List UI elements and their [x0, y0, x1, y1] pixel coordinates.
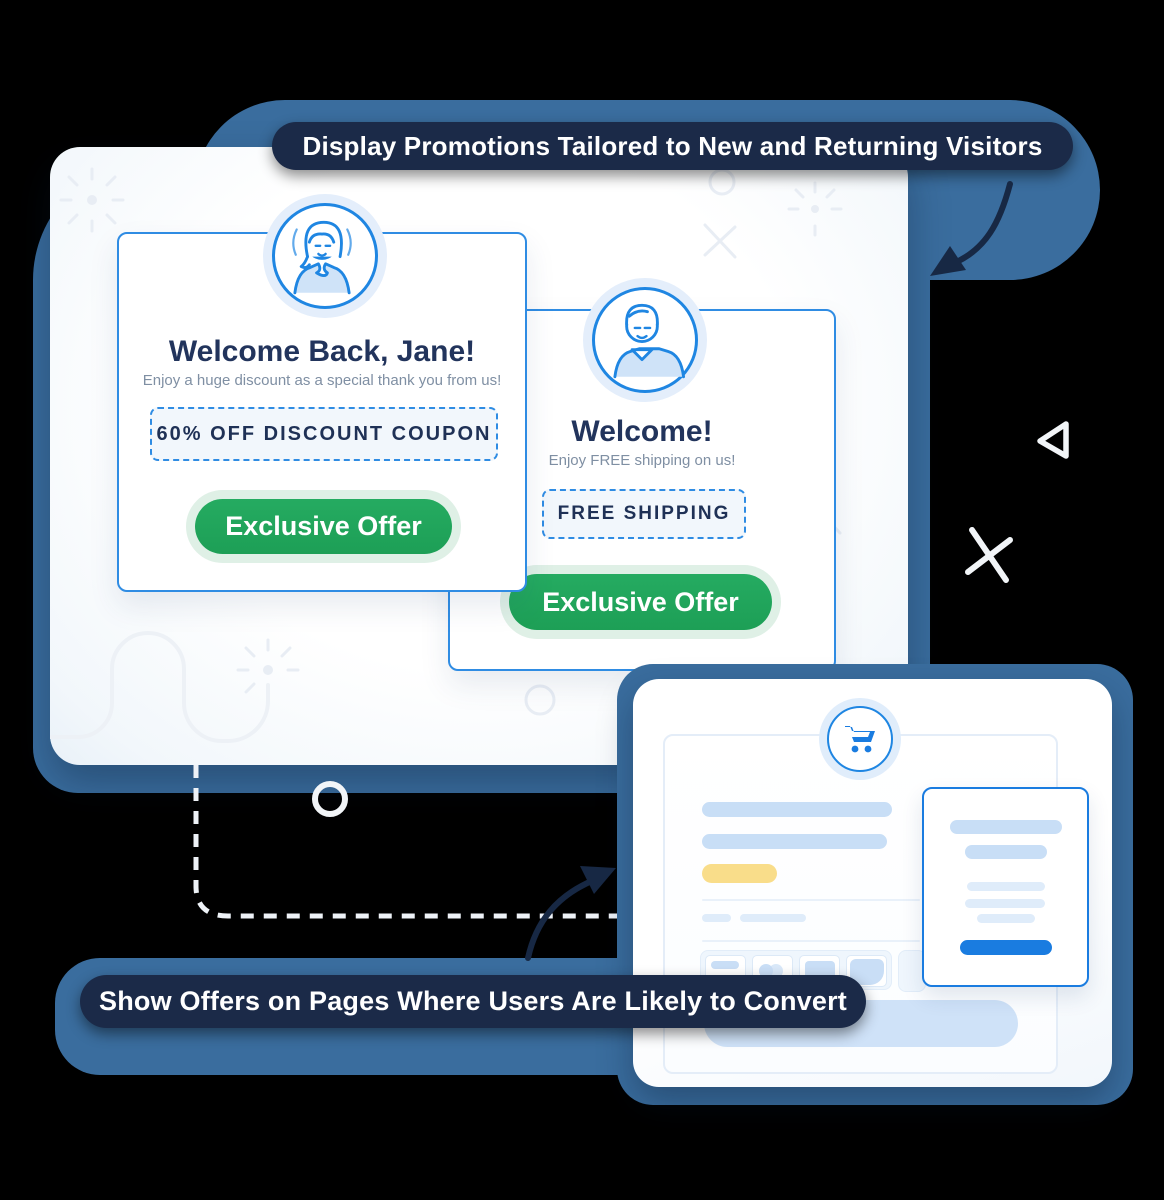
coupon-box: FREE SHIPPING [542, 489, 746, 539]
offer-cta-placeholder [960, 940, 1052, 955]
exclusive-offer-button[interactable]: Exclusive Offer [509, 574, 772, 630]
shopping-cart-icon [845, 726, 875, 753]
x-mark-icon [965, 527, 1013, 583]
skeleton-line [702, 802, 892, 817]
popup-subtitle: Enjoy a huge discount as a special thank… [142, 372, 502, 389]
returning-visitor-popup: Welcome Back, Jane! Enjoy a huge discoun… [117, 203, 527, 592]
top-banner-label: Display Promotions Tailored to New and R… [302, 130, 1043, 161]
cart-badge [827, 706, 893, 772]
skeleton-highlight [702, 864, 777, 883]
coupon-label: 60% OFF DISCOUNT COUPON [156, 422, 492, 445]
skeleton-line-small [965, 899, 1045, 908]
popup-title-regular: Welcome Back, [168, 335, 397, 368]
bottom-banner: Show Offers on Pages Where Users Are Lik… [80, 975, 866, 1028]
popup-title: Welcome! [571, 415, 713, 448]
product-thumbnail [898, 950, 926, 992]
skeleton-line [702, 834, 887, 849]
product-thumbnail [846, 955, 887, 987]
skeleton-line-small [967, 882, 1045, 891]
bottom-banner-label: Show Offers on Pages Where Users Are Lik… [99, 986, 847, 1016]
popup-title-name: Jane! [396, 335, 476, 368]
divider [702, 899, 920, 901]
popup-title: Welcome Back, Jane! [119, 335, 525, 369]
avatar [592, 287, 698, 393]
divider [702, 940, 920, 942]
avatar [272, 203, 378, 309]
woman-avatar-icon [292, 220, 352, 295]
skeleton-line-small [740, 914, 806, 922]
triangle-icon [1037, 421, 1069, 459]
coupon-box: 60% OFF DISCOUNT COUPON [150, 407, 498, 461]
exclusive-offer-button[interactable]: Exclusive Offer [195, 499, 452, 554]
top-banner: Display Promotions Tailored to New and R… [272, 122, 1073, 170]
skeleton-line-small [977, 914, 1035, 923]
popup-subtitle: Enjoy FREE shipping on us! [548, 452, 736, 469]
coupon-label: FREE SHIPPING [557, 503, 731, 524]
skeleton-line [950, 820, 1062, 834]
man-avatar-icon [613, 303, 686, 379]
skeleton-line [965, 845, 1047, 859]
offer-side-panel [922, 787, 1089, 987]
ring-icon [312, 781, 348, 817]
skeleton-line-small [702, 914, 731, 922]
